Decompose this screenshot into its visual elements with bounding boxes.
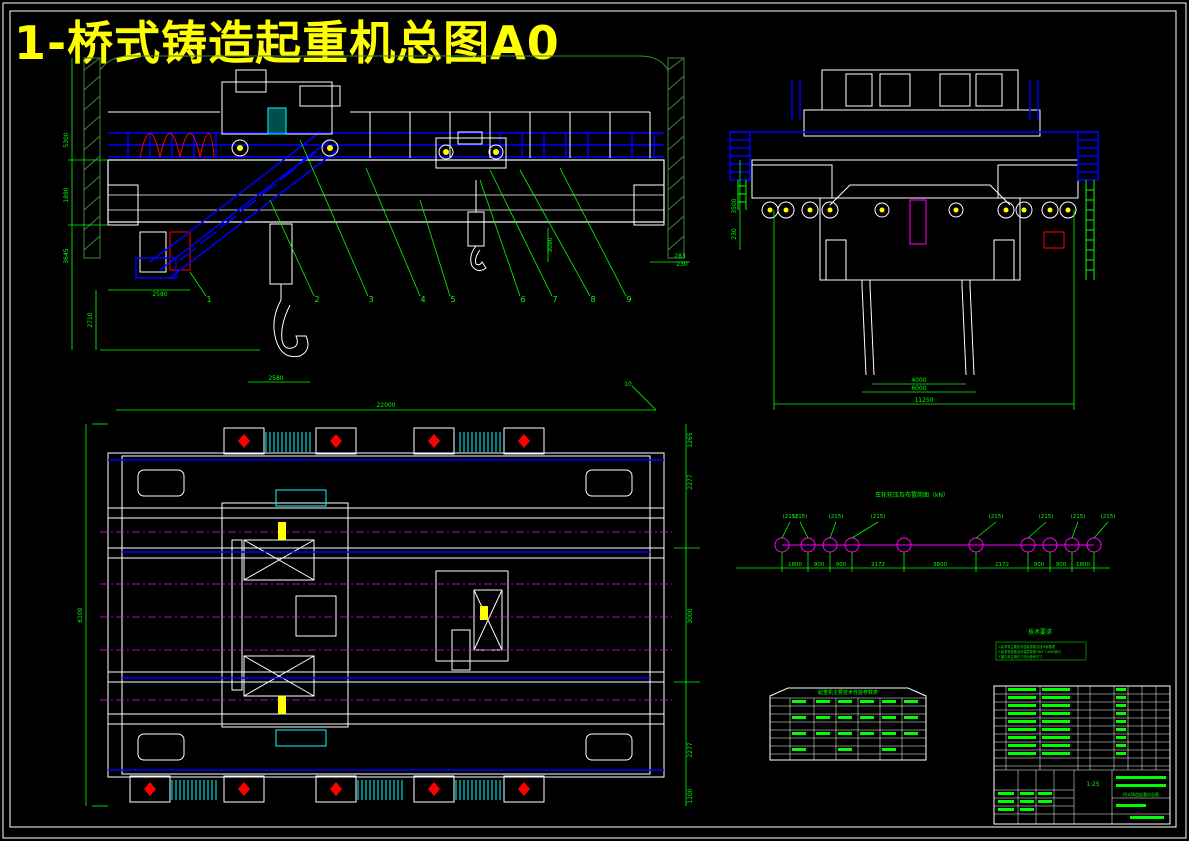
dimension-label: 3000 xyxy=(687,608,694,623)
wheel-load: (215) xyxy=(1071,514,1086,520)
svg-text:起重机主要技术性能参数表: 起重机主要技术性能参数表 xyxy=(818,689,878,696)
wheel-spacing: 2172 xyxy=(995,562,1009,568)
section-marker: 10 xyxy=(624,381,632,388)
wheel-spacing: 2172 xyxy=(871,562,885,568)
dimension-label: 2580 xyxy=(268,375,283,382)
dimension-label: 230 xyxy=(731,228,738,240)
dimension-label: 3080 xyxy=(547,237,554,252)
dimension-label: 283 xyxy=(674,253,686,260)
dimension-label: 5300 xyxy=(63,132,70,147)
wheel-load: (215) xyxy=(829,514,844,520)
wheel-diagram-title: 车轮轮压及布置简图（kN） xyxy=(875,491,949,499)
wheel-load-diagram: 车轮轮压及布置简图（kN） (215)(215)(215)(215)(215)(… xyxy=(736,491,1115,572)
part-number: 9 xyxy=(626,295,631,304)
aux-trolley xyxy=(435,131,507,169)
main-girder xyxy=(107,159,665,223)
wheel-load: (215) xyxy=(793,514,808,520)
aux-hook xyxy=(467,180,487,272)
span-label: 22000 xyxy=(376,402,395,409)
part-number: 1 xyxy=(206,295,211,304)
part-number: 8 xyxy=(590,295,595,304)
note-line: 2.起重机制造及安装质量按GB/T 14405执行 xyxy=(998,649,1062,654)
wheel-spacing: 1800 xyxy=(1076,562,1090,568)
wheel-spacing: 900 xyxy=(836,562,847,568)
wheel-load: (215) xyxy=(871,514,886,520)
wheel-spacing: 3600 xyxy=(933,562,947,568)
technical-notes: 技术要求 1.起重机主要技术性能参数见技术参数表2.起重机制造及安装质量按GB/… xyxy=(995,628,1087,661)
wheel-spacing: 900 xyxy=(1034,562,1045,568)
parameter-table: 起重机主要技术性能参数表 xyxy=(769,687,927,761)
title-block-name: 桥式铸造起重机总图 xyxy=(1123,791,1159,797)
dimension-label: 1100 xyxy=(687,788,694,803)
dimension-label: 2580 xyxy=(152,291,167,298)
right-wall xyxy=(667,57,685,259)
dimension-label: 3500 xyxy=(731,198,738,213)
main-hook xyxy=(269,223,309,358)
note-line: 3.图中未注明尺寸均为参考尺寸 xyxy=(998,654,1043,659)
drawing-title: 1-桥式铸造起重机总图A0 xyxy=(14,16,560,70)
cable-festoon xyxy=(139,133,215,158)
title-block: 1:25 桥式铸造起重机总图 xyxy=(993,685,1171,825)
dimension-label: 3645 xyxy=(63,248,70,263)
part-number: 5 xyxy=(450,295,455,304)
part-number: 3 xyxy=(368,295,373,304)
dimension-label: 2277 xyxy=(687,474,694,489)
title-block-scale: 1:25 xyxy=(1086,781,1100,788)
part-number: 7 xyxy=(552,295,557,304)
dimension-label: 6100 xyxy=(77,607,84,622)
wheel-spacing: 900 xyxy=(814,562,825,568)
dimension-label: 2277 xyxy=(687,742,694,757)
wheel-load: (215) xyxy=(783,514,798,520)
part-number: 6 xyxy=(520,295,525,304)
left-wall xyxy=(83,57,101,259)
wheel-load: (215) xyxy=(1101,514,1116,520)
dimension-label: 1265 xyxy=(687,432,694,447)
sheet-frame-inner xyxy=(9,10,1177,828)
part-number: 2 xyxy=(314,295,319,304)
svg-text:技术要求: 技术要求 xyxy=(1028,628,1052,636)
dimension-label: 1890 xyxy=(63,187,70,202)
part-number: 4 xyxy=(420,295,425,304)
wheel-load: (215) xyxy=(1039,514,1054,520)
dimension-label: 11250 xyxy=(914,397,933,404)
plan-view: 1265 2277 6100 3000 2277 1100 22000 10 xyxy=(77,381,700,807)
wheel-spacing: 1800 xyxy=(788,562,802,568)
dimension-label: 2710 xyxy=(87,312,94,327)
front-view: 1 2 3 4 5 6 7 8 9 5300 1890 3645 2710 3080 2580 2580 28… xyxy=(63,55,690,383)
wheel-load: (215) xyxy=(989,514,1004,520)
wheel-spacing: 900 xyxy=(1056,562,1067,568)
dimension-label: 6000 xyxy=(911,385,926,392)
dimension-label: 4000 xyxy=(911,377,926,384)
main-trolley xyxy=(221,69,341,157)
dimension-label: 230 xyxy=(676,261,688,268)
note-line: 1.起重机主要技术性能参数见技术参数表 xyxy=(998,644,1056,649)
